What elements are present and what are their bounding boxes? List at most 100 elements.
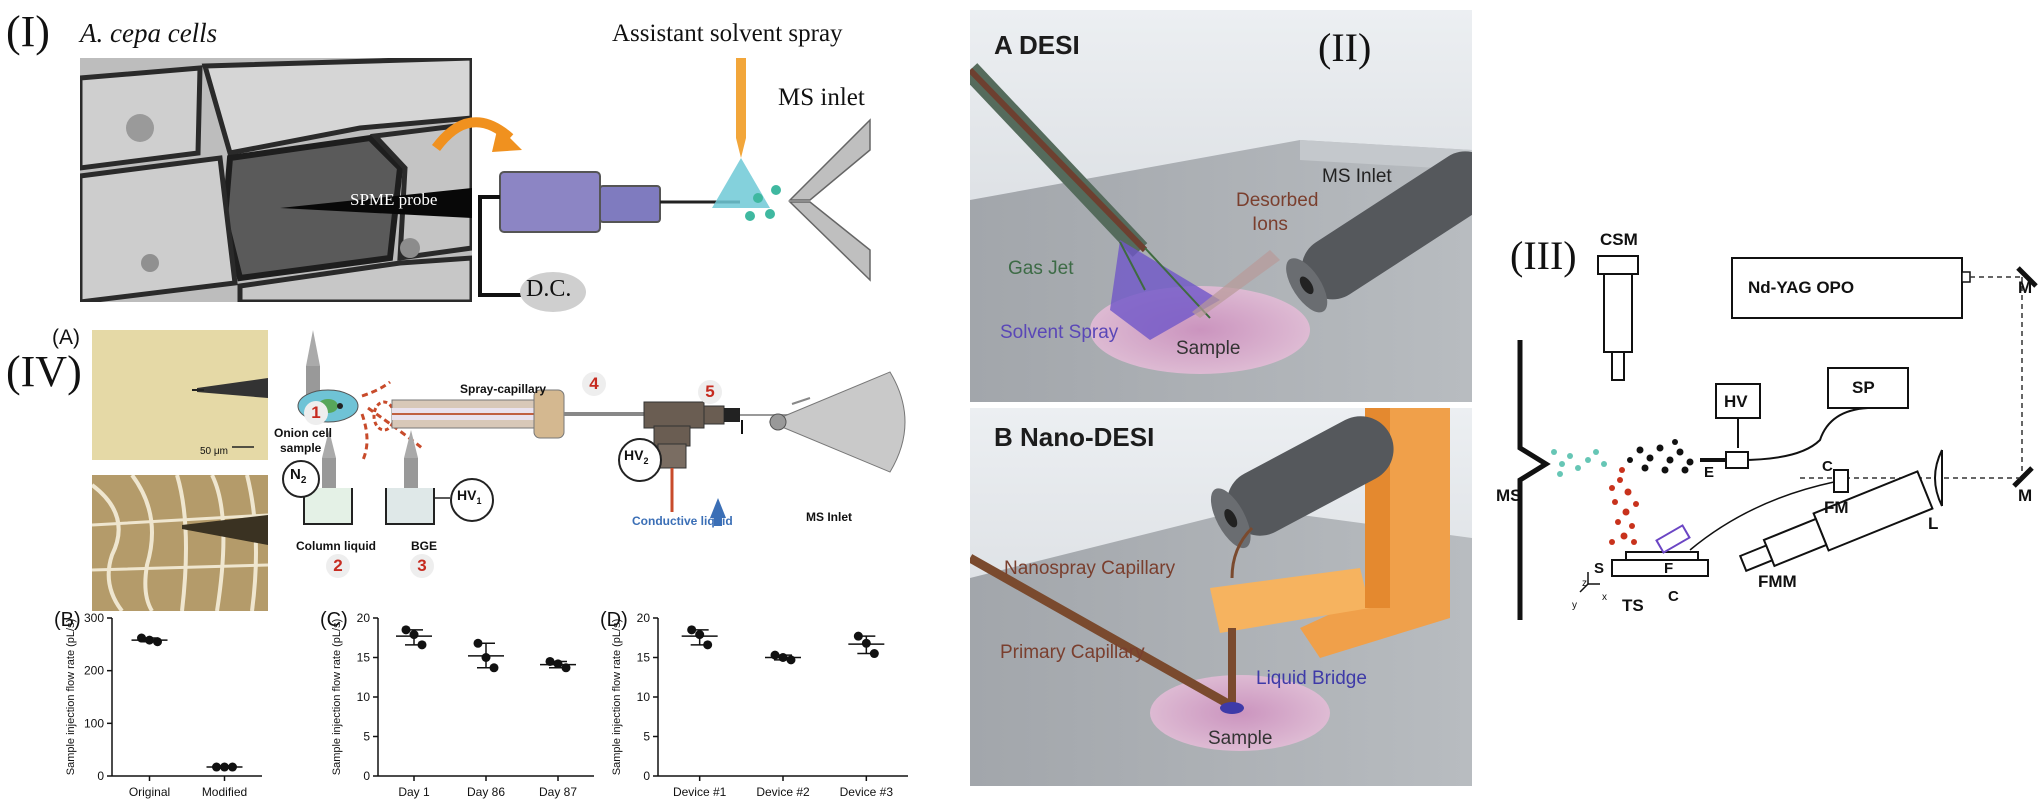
column-liquid-label: Column liquid — [296, 539, 376, 553]
gas-jet-label: Gas Jet — [1008, 258, 1074, 279]
hv-label: HV — [1724, 392, 1748, 411]
desorbed-label: Desorbed — [1236, 190, 1319, 211]
ts-label: TS — [1622, 596, 1644, 615]
y-tick-label: 0 — [363, 769, 370, 783]
n2-label: N2 — [290, 466, 307, 486]
csm-label: CSM — [1600, 230, 1638, 249]
data-point — [153, 637, 162, 647]
step-4-badge: 4 — [582, 372, 606, 396]
data-point — [228, 762, 237, 772]
data-point — [489, 663, 499, 673]
transfer-arrow-icon — [431, 117, 522, 152]
data-point — [853, 631, 863, 641]
y-axis-label: Sample injection flow rate (pL/s) — [611, 619, 623, 776]
primary-capillary-label: Primary Capillary — [1000, 642, 1145, 663]
y-axis-label: Sample injection flow rate (pL/s) — [331, 619, 343, 776]
data-point — [473, 638, 483, 648]
ms-inlet-label-4: MS Inlet — [806, 510, 853, 524]
nano-desi-title: B Nano-DESI — [994, 422, 1155, 452]
ms-label: MS — [1496, 486, 1522, 505]
bge-label: BGE — [411, 539, 438, 553]
x-tick-label: Day 87 — [539, 785, 577, 799]
panel-0-letter: (B) — [54, 609, 81, 631]
spme-probe-label: SPME probe — [350, 190, 438, 209]
onion-cell-micrograph — [92, 475, 268, 611]
sample-label-a: Sample — [1176, 338, 1241, 359]
data-point — [778, 653, 788, 662]
y-tick-label: 15 — [357, 651, 371, 665]
dc-label: D.C. — [526, 276, 572, 302]
x-tick-label: Device #3 — [840, 785, 894, 799]
y-tick-label: 10 — [637, 690, 651, 704]
y-tick-label: 5 — [643, 730, 650, 744]
hv2-icon — [618, 438, 662, 482]
y-tick-label: 300 — [84, 611, 104, 625]
panel-2-label: (II) — [1318, 25, 1372, 70]
axis-x-label: x — [1602, 592, 1607, 603]
step-5-badge: 5 — [698, 380, 722, 404]
panel-1-letter: (C) — [320, 609, 348, 631]
fm-label: FM — [1824, 498, 1849, 517]
y-tick-label: 5 — [363, 730, 370, 744]
probe-holder — [499, 171, 740, 233]
data-point — [786, 655, 796, 665]
data-point — [417, 640, 427, 650]
data-point — [409, 630, 419, 640]
desi-title: A DESI — [994, 30, 1080, 60]
ms-inlet-label-2: MS Inlet — [1322, 166, 1392, 187]
ms-inlet-label-1: MS inlet — [778, 84, 865, 111]
y-tick-label: 0 — [97, 769, 104, 783]
hv1-icon — [450, 478, 494, 522]
spray-title: Assistant solvent spray — [612, 20, 843, 47]
ms-inlet-cone-4 — [768, 371, 906, 473]
y-tick-label: 0 — [643, 769, 650, 783]
fiber-label: F — [1664, 560, 1674, 577]
desi-illustration — [970, 10, 1472, 402]
data-point — [137, 633, 146, 643]
spray-capillary-label: Spray-capillary — [460, 382, 547, 396]
x-tick-label: Day 1 — [398, 785, 430, 799]
fmm-label: FMM — [1758, 572, 1797, 591]
data-point — [401, 625, 411, 635]
capillary-micrograph — [92, 330, 268, 460]
data-point — [561, 663, 571, 673]
sp-label: SP — [1852, 378, 1875, 397]
y-tick-label: 10 — [357, 690, 371, 704]
capillary-c1-label: C — [1822, 458, 1833, 475]
x-tick-label: Original — [129, 785, 170, 799]
mirror-1-label: M — [2018, 278, 2033, 297]
data-point — [481, 653, 491, 662]
x-tick-label: Day 86 — [467, 785, 505, 799]
nanospray-label: Nanospray Capillary — [1004, 558, 1176, 579]
data-point — [695, 630, 705, 640]
dc-power-icon — [520, 272, 586, 312]
y-axis-label: Sample injection flow rate (pL/s) — [65, 619, 77, 776]
y-tick-label: 100 — [84, 716, 104, 730]
panel-1-label: (I) — [6, 7, 50, 56]
data-point — [703, 640, 713, 650]
scale-bar-label: 50 μm — [200, 446, 228, 457]
axis-y-label: y — [1572, 600, 1577, 611]
x-tick-label: Modified — [202, 785, 247, 799]
laser-label: Nd-YAG OPO — [1748, 278, 1855, 297]
n2-gas-icon — [282, 460, 320, 498]
step-3-badge: 3 — [410, 554, 434, 578]
laser-setup-schematic — [1517, 255, 2038, 620]
lens-label: L — [1928, 514, 1939, 533]
data-point — [145, 635, 154, 645]
emitter-label: E — [1704, 464, 1715, 481]
dc-wire — [478, 195, 532, 297]
ms-inlet-cone-1 — [788, 118, 871, 282]
data-point — [861, 638, 871, 648]
data-point — [553, 659, 563, 669]
hv2-label: HV2 — [624, 447, 649, 466]
panel-4-label: (IV) — [6, 347, 82, 396]
onion-sample-label: sample — [280, 441, 322, 455]
nano-desi-illustration — [970, 408, 1472, 786]
panel-2-letter: (D) — [600, 609, 628, 631]
solvent-spray-icon — [712, 58, 781, 221]
cells-title: A. cepa cells — [80, 18, 218, 48]
data-point — [687, 625, 697, 635]
solvent-spray-label: Solvent Spray — [1000, 322, 1119, 343]
